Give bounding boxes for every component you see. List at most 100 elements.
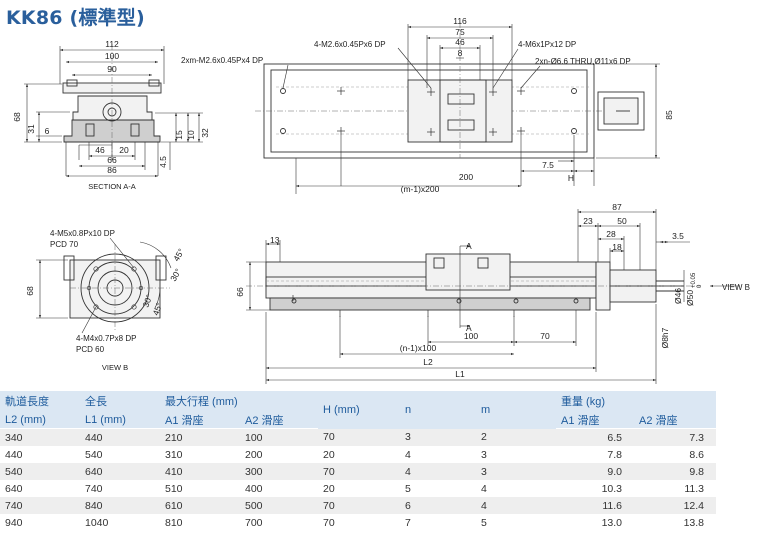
header-rail-length: 軌道長度 [5, 396, 49, 408]
motor-flange [597, 91, 645, 131]
cell-stroke-a1: 510 [165, 482, 183, 495]
cell-weight-a2: 8.6 [689, 448, 704, 461]
slide-side [425, 253, 511, 291]
bolt-right [130, 123, 140, 137]
cell-stroke-a1: 310 [165, 448, 183, 461]
cell-n: 6 [405, 499, 411, 512]
dim-L2: L2 [423, 357, 433, 367]
dim-18: 18 [612, 242, 622, 252]
dim-7-5: 7.5 [542, 160, 554, 170]
cell-l1: 540 [85, 448, 103, 461]
section-marker-top: A [466, 241, 472, 251]
cell-weight-a2: 9.8 [689, 465, 704, 478]
header-n: n [405, 403, 412, 416]
cell-stroke-a2: 300 [245, 465, 263, 478]
dim-70-side: 70 [540, 331, 550, 341]
table-row: 340 440 210 100 70 3 2 6.5 7.3 [0, 428, 716, 446]
angle-30-bottom: 30° [140, 293, 154, 309]
table-row: 440 540 310 200 20 4 3 7.8 8.6 [0, 446, 716, 463]
cell-l1: 440 [85, 431, 103, 444]
dim-m-pitch: (m-1)x200 [401, 184, 440, 194]
cell-l2: 740 [5, 499, 23, 512]
section-a-a-view: 112 100 90 68 31 6 15 10 32 4.5 [12, 39, 210, 191]
view-b-flange: 68 45° 30° 30° 45° 4-M5x0.8Px10 DP PCD 7… [25, 229, 186, 372]
cell-l2: 340 [5, 431, 23, 444]
cell-m: 5 [481, 516, 487, 529]
cell-weight-a2: 12.4 [683, 499, 704, 512]
callout-m5-holes: 4-M5x0.8Px10 DP [50, 229, 115, 238]
slide-center-plate [439, 79, 487, 143]
angle-45-top: 45° [171, 247, 186, 263]
angle-30-top: 30° [168, 267, 183, 283]
dim-4-5: 4.5 [158, 156, 168, 168]
dim-dia-46: Ø46 [673, 288, 683, 304]
cover-clip-right [148, 79, 160, 87]
subheader-stroke-a2: A2 滑座 [240, 411, 318, 429]
rail-body [63, 119, 161, 143]
top-plan-view: 116 75 46 8 4-M2.6x0.45Px6 DP 4-M6x1Px12… [181, 16, 674, 194]
cell-stroke-a2: 100 [245, 431, 263, 444]
cell-l2: 440 [5, 448, 23, 461]
page-title: KK86 (標準型) [6, 7, 145, 29]
dim-66-side: 66 [235, 287, 245, 297]
callout-m4-holes: 4-M4x0.7Px8 DP [76, 334, 136, 343]
table-header-row: 軌道長度 全長 最大行程 (mm) H (mm) n m 重量 (kg) [0, 391, 716, 416]
cell-n: 7 [405, 516, 411, 529]
dim-75: 75 [455, 27, 465, 37]
dim-20: 20 [119, 145, 129, 155]
cell-stroke-a1: 610 [165, 499, 183, 512]
cell-stroke-a1: 210 [165, 431, 183, 444]
dim-68-b: 68 [25, 286, 35, 296]
cell-weight-a1: 7.8 [607, 448, 622, 461]
dim-15: 15 [174, 130, 184, 140]
table-subheader-row: L2 (mm) L1 (mm) A1 滑座 A2 滑座 A1 滑座 A2 滑座 [0, 411, 716, 429]
dim-6: 6 [45, 126, 50, 136]
dim-85: 85 [664, 110, 674, 120]
technical-drawing: 112 100 90 68 31 6 15 10 32 4.5 [12, 16, 750, 384]
dim-H: H [568, 173, 574, 183]
dim-dia-50: Ø50 [685, 290, 695, 306]
cell-h: 70 [323, 516, 335, 529]
callout-m6-holes: 4-M6x1Px12 DP [518, 40, 576, 49]
cover-clip-left [66, 79, 78, 87]
cell-weight-a1: 9.0 [607, 465, 622, 478]
cell-weight-a2: 13.8 [683, 516, 704, 529]
cell-l1: 640 [85, 465, 103, 478]
dim-112: 112 [105, 39, 119, 49]
cell-h: 70 [323, 499, 335, 512]
cell-stroke-a1: 810 [165, 516, 183, 529]
cell-n: 4 [405, 448, 411, 461]
side-elevation-view: A A 13 66 87 23 50 28 18 3.5 [235, 202, 750, 384]
cell-l1: 1040 [85, 516, 109, 529]
cell-stroke-a2: 400 [245, 482, 263, 495]
dim-50: 50 [617, 216, 627, 226]
cell-h: 20 [323, 482, 335, 495]
table-row: 540 640 410 300 70 4 3 9.0 9.8 [0, 463, 716, 480]
table-row: 740 840 610 500 70 6 4 11.6 12.4 [0, 497, 716, 514]
cell-stroke-a2: 700 [245, 516, 263, 529]
dim-10: 10 [186, 130, 196, 140]
dim-23: 23 [583, 216, 593, 226]
cell-h: 70 [323, 465, 335, 478]
header-h: H (mm) [323, 403, 360, 416]
cell-weight-a1: 6.5 [607, 431, 622, 444]
bolt-left [85, 123, 95, 137]
callout-pcd60: PCD 60 [76, 345, 105, 354]
header-max-stroke: 最大行程 (mm) [165, 396, 238, 408]
dim-100-side: 100 [464, 331, 478, 341]
cell-stroke-a2: 200 [245, 448, 263, 461]
dim-100: 100 [105, 51, 119, 61]
cell-n: 4 [405, 465, 411, 478]
dim-tol-upper: +0.05 [691, 272, 697, 288]
cell-l1: 740 [85, 482, 103, 495]
dim-28: 28 [606, 229, 616, 239]
dim-L1: L1 [455, 369, 465, 379]
dim-13: 13 [270, 235, 280, 245]
callout-thru-holes: 2xn-Ø6.6 THRU,Ø11x6 DP [535, 57, 631, 66]
cell-m: 4 [481, 482, 487, 495]
subheader-l2: L2 (mm) [0, 411, 80, 429]
header-total-length: 全長 [85, 396, 107, 408]
dim-tol-lower: 0 [697, 284, 703, 288]
cell-n: 3 [405, 431, 411, 444]
cell-m: 3 [481, 448, 487, 461]
